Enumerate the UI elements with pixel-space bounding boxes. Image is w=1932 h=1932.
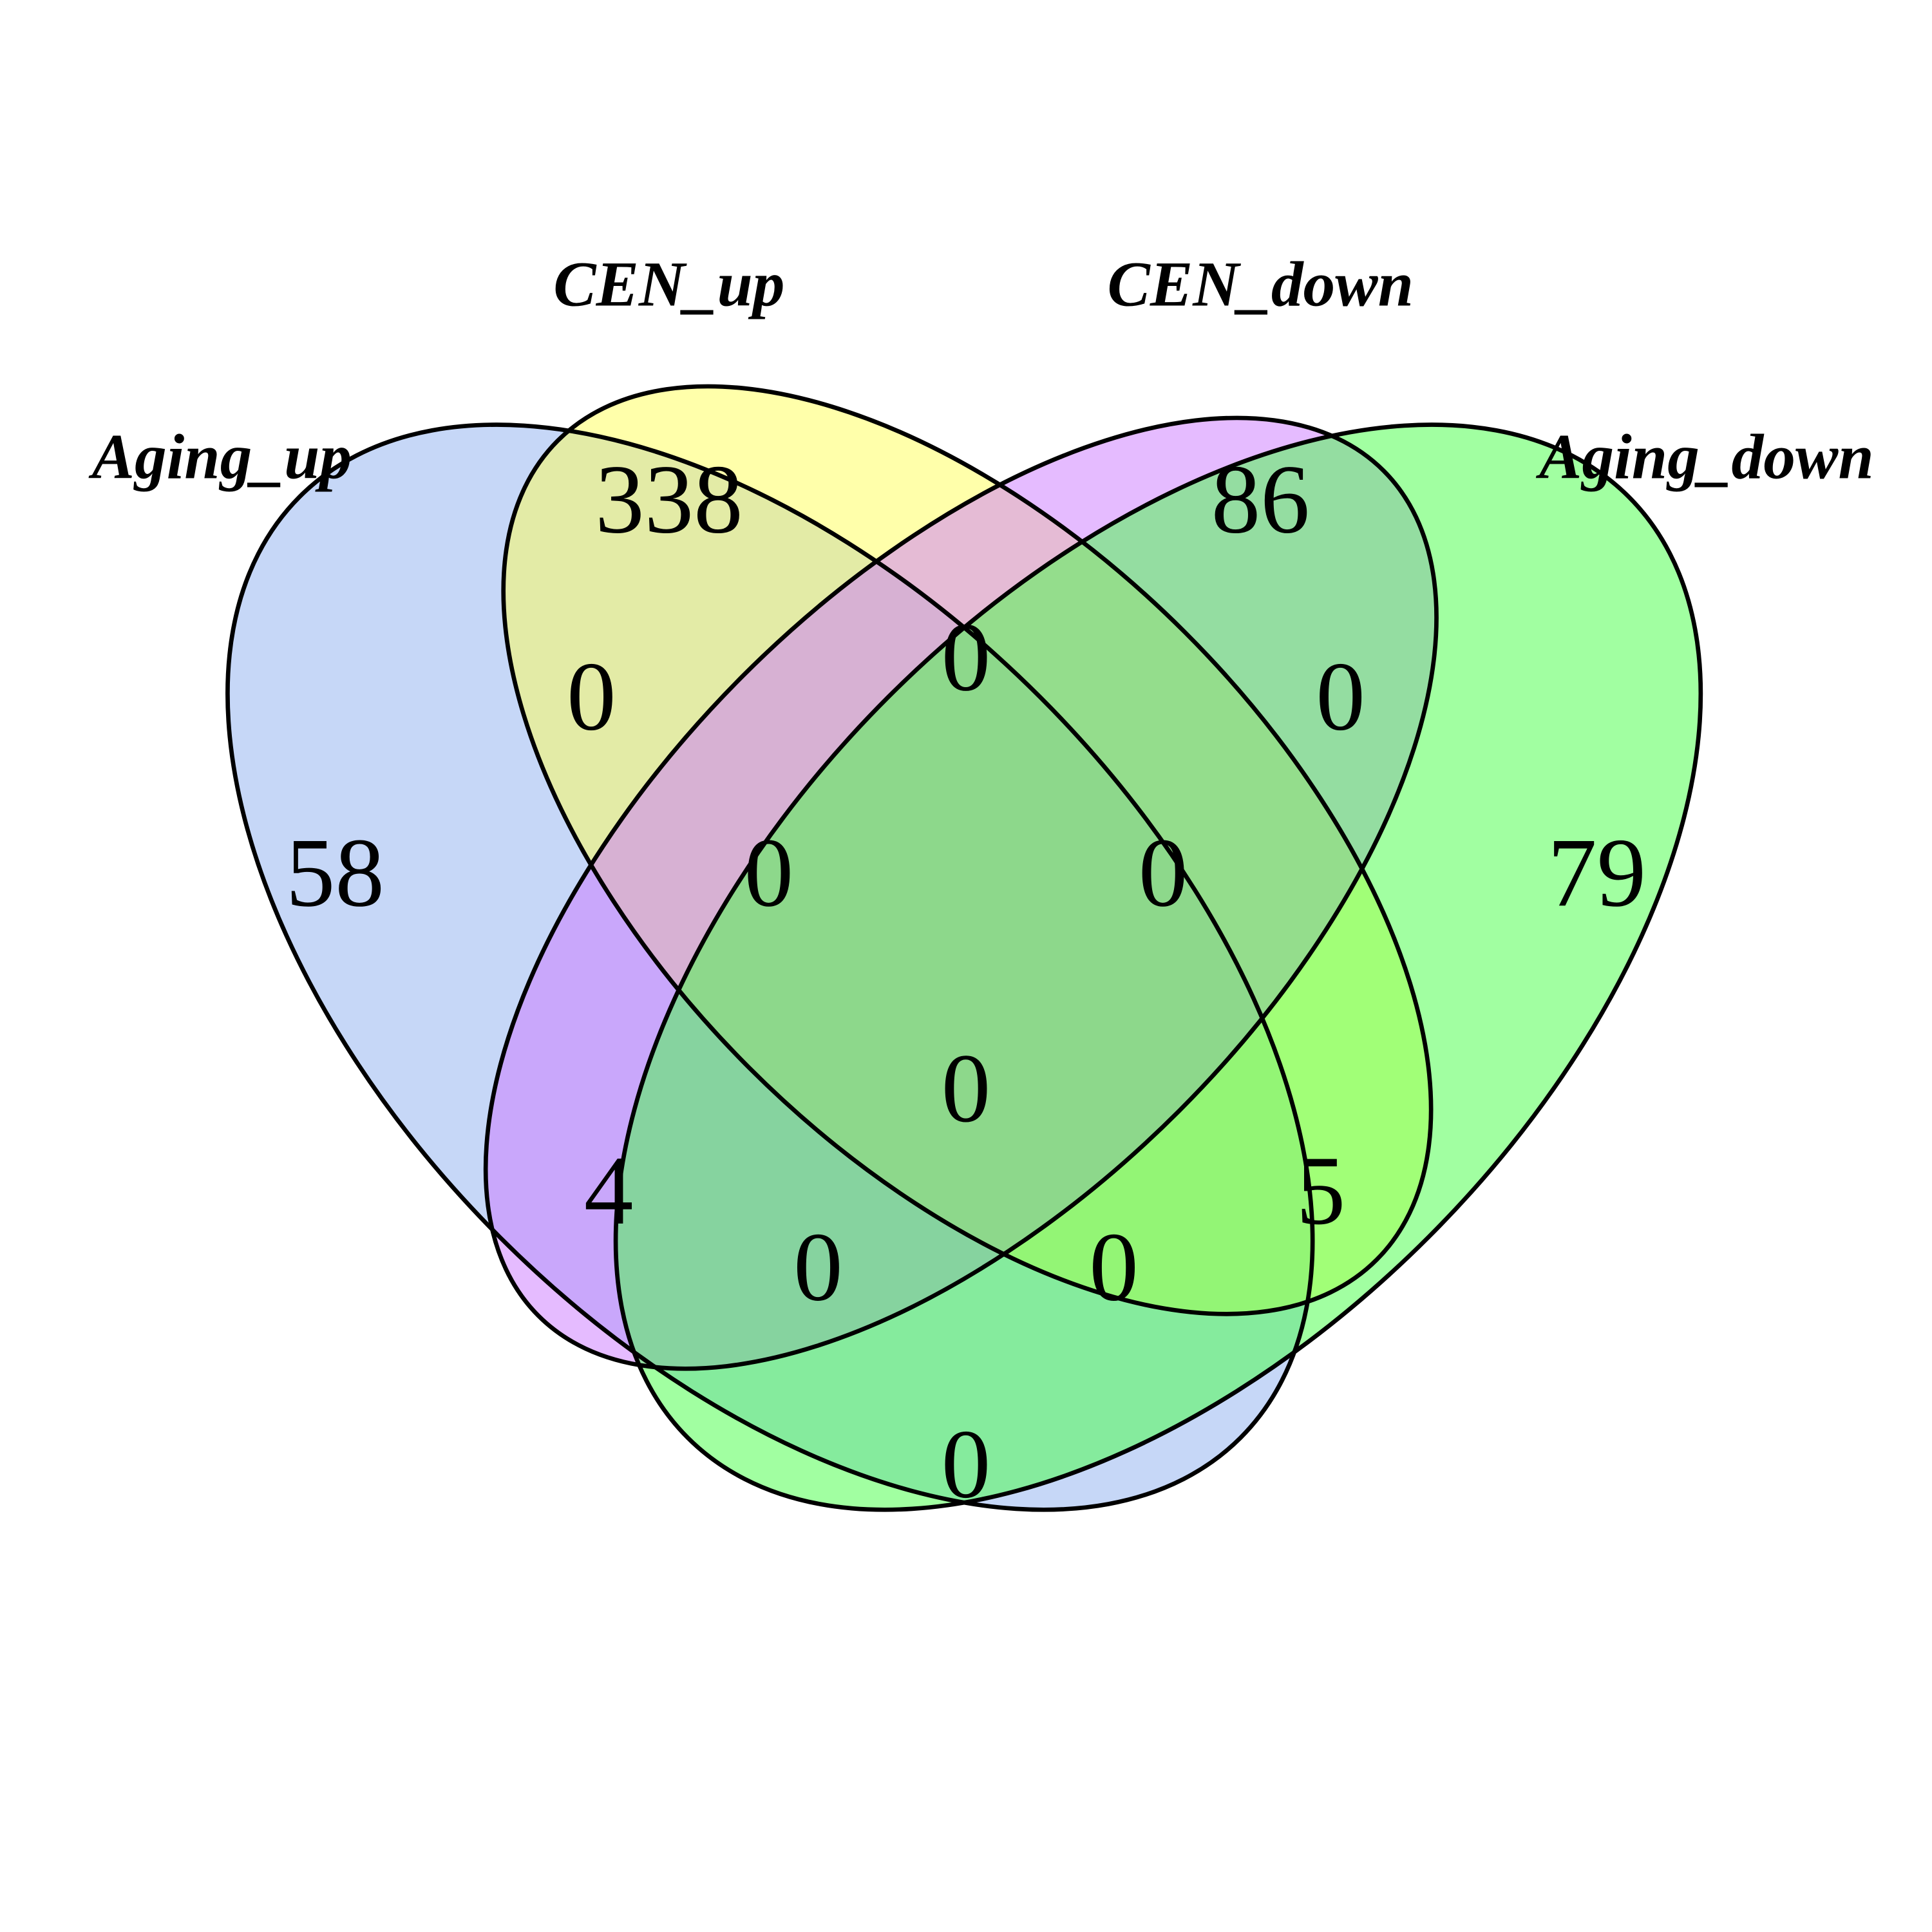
set-label-cen-up: CEN_up [553, 248, 784, 319]
region-count-aging-up-and-cen-up: 0 [567, 643, 616, 752]
set-outline-aging-down [613, 422, 1703, 1512]
region-count-cen-up-and-cen-down: 0 [942, 603, 991, 712]
region-count-cen-down: 86 [1211, 446, 1310, 554]
region-count-aging-up: 58 [286, 819, 384, 927]
region-count-cen-up-and-aging-down: 5 [1296, 1137, 1346, 1245]
region-count-cen-up: 338 [595, 446, 743, 554]
set-outline-cen-up [501, 384, 1434, 1316]
set-label-cen-down: CEN_down [1108, 248, 1414, 319]
set-label-aging-up: Aging_up [88, 421, 352, 492]
region-count-aging-up-and-cen-up-and-cen-down-and-aging-down: 0 [942, 1034, 991, 1143]
region-count-aging-up-and-cen-up-and-aging-down: 0 [1089, 1213, 1139, 1321]
region-count-aging-down: 79 [1548, 819, 1646, 927]
region-count-aging-up-and-cen-down-and-aging-down: 0 [793, 1213, 843, 1321]
region-count-cen-down-and-aging-down: 0 [1316, 643, 1365, 752]
region-count-aging-up-and-cen-down: 4 [584, 1137, 634, 1245]
region-count-aging-up-and-cen-up-and-cen-down: 0 [744, 819, 794, 927]
set-label-aging-down: Aging_down [1535, 421, 1874, 492]
region-count-cen-up-and-cen-down-and-aging-down: 0 [1139, 819, 1188, 927]
set-outline-aging-up [225, 422, 1315, 1512]
region-count-aging-up-and-aging-down: 0 [942, 1410, 991, 1519]
set-outline-cen-down [483, 415, 1439, 1371]
